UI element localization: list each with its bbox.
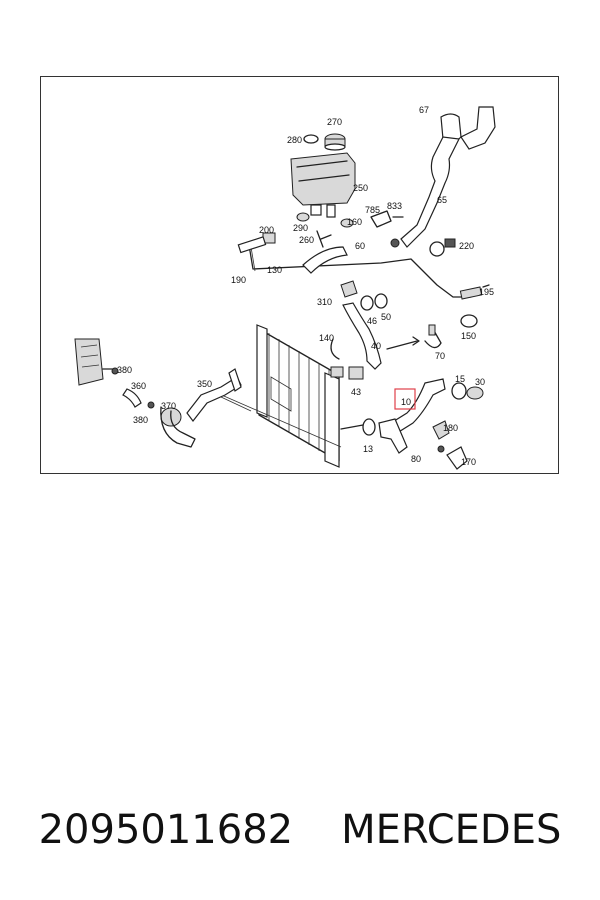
- callout-310: 310: [317, 297, 332, 307]
- cooling-system-diagram: 270 280 250 67 65 200 290 785 833 160 260 60 220 130 1…: [74, 105, 496, 470]
- callout-785: 785: [365, 205, 380, 215]
- hose-clamp-icon: [429, 238, 456, 257]
- spring-clip-icon: [330, 338, 340, 360]
- radiator-plug-icon: [330, 366, 364, 380]
- breather-line-icon: [237, 236, 472, 298]
- callout-13: 13: [363, 444, 373, 454]
- radiator-hose-icon: [390, 378, 484, 434]
- callout-280: 280: [287, 135, 302, 145]
- callout-170: 170: [461, 457, 476, 467]
- callout-195: 195: [479, 287, 494, 297]
- sensor-icon: [370, 210, 404, 228]
- drain-fitting-icon: [432, 420, 468, 470]
- callout-15: 15: [455, 374, 465, 384]
- radiator-icon: [216, 324, 342, 468]
- tank-cap-icon: [324, 133, 346, 151]
- callout-380: 380: [117, 365, 132, 375]
- callout-200: 200: [259, 225, 274, 235]
- callout-833: 833: [387, 201, 402, 211]
- callout-80: 80: [411, 454, 421, 464]
- callout-180: 180: [443, 423, 458, 433]
- connector-icon: [340, 280, 358, 298]
- grommet-icon: [296, 212, 310, 222]
- diagram-frame: 270 280 250 67 65 200 290 785 833 160 260 60 220 130 1…: [40, 76, 559, 474]
- coolant-hose-icon: [122, 388, 142, 408]
- callout-10: 10: [401, 397, 411, 407]
- clamp-ring-icon: [460, 314, 478, 328]
- callout-60: 60: [355, 241, 365, 251]
- clamp-icon: [111, 367, 119, 375]
- part-highlight-box: [394, 388, 416, 410]
- bleed-screw-icon: [459, 284, 490, 300]
- fitting-icon: [316, 230, 332, 248]
- callout-67: 67: [419, 105, 429, 115]
- callout-160: 160: [347, 217, 362, 227]
- caption: 2095011682 MERCEDES: [0, 800, 600, 860]
- callout-46: 46: [367, 316, 377, 326]
- expansion-tank-icon: [290, 152, 356, 218]
- upper-hose-icon: [390, 106, 496, 248]
- callout-130: 130: [267, 265, 282, 275]
- lower-hose-icon: [342, 293, 388, 370]
- callout-360: 360: [131, 381, 146, 391]
- callout-190: 190: [231, 275, 246, 285]
- clamp-icon: [147, 401, 155, 409]
- part-number: 2095011682: [38, 807, 294, 853]
- callout-150: 150: [461, 331, 476, 341]
- callout-270: 270: [327, 117, 342, 127]
- small-hose-icon: [302, 246, 348, 274]
- callout-30: 30: [475, 377, 485, 387]
- clip-icon: [340, 218, 354, 228]
- callout-350: 350: [197, 379, 212, 389]
- callout-140: 140: [319, 333, 334, 343]
- callout-250: 250: [353, 183, 368, 193]
- callout-40: 40: [371, 341, 381, 351]
- callout-43: 43: [351, 387, 361, 397]
- bypass-hose-icon: [386, 324, 442, 350]
- brand-name: MERCEDES: [341, 807, 562, 853]
- callout-labels: 270 280 250 67 65 200 290 785 833 160 260 60 220 130 1…: [117, 105, 494, 467]
- lower-pipe-icon: [340, 418, 408, 454]
- callout-290: 290: [293, 223, 308, 233]
- auxiliary-pump-icon: [160, 368, 242, 448]
- callout-65: 65: [437, 195, 447, 205]
- callout-50: 50: [381, 312, 391, 322]
- seal-ring-icon: [303, 134, 319, 144]
- callout-380: 380: [133, 415, 148, 425]
- callout-70: 70: [435, 351, 445, 361]
- callout-220: 220: [459, 241, 474, 251]
- callout-260: 260: [299, 235, 314, 245]
- callout-370: 370: [161, 401, 176, 411]
- control-module-icon: [74, 338, 116, 386]
